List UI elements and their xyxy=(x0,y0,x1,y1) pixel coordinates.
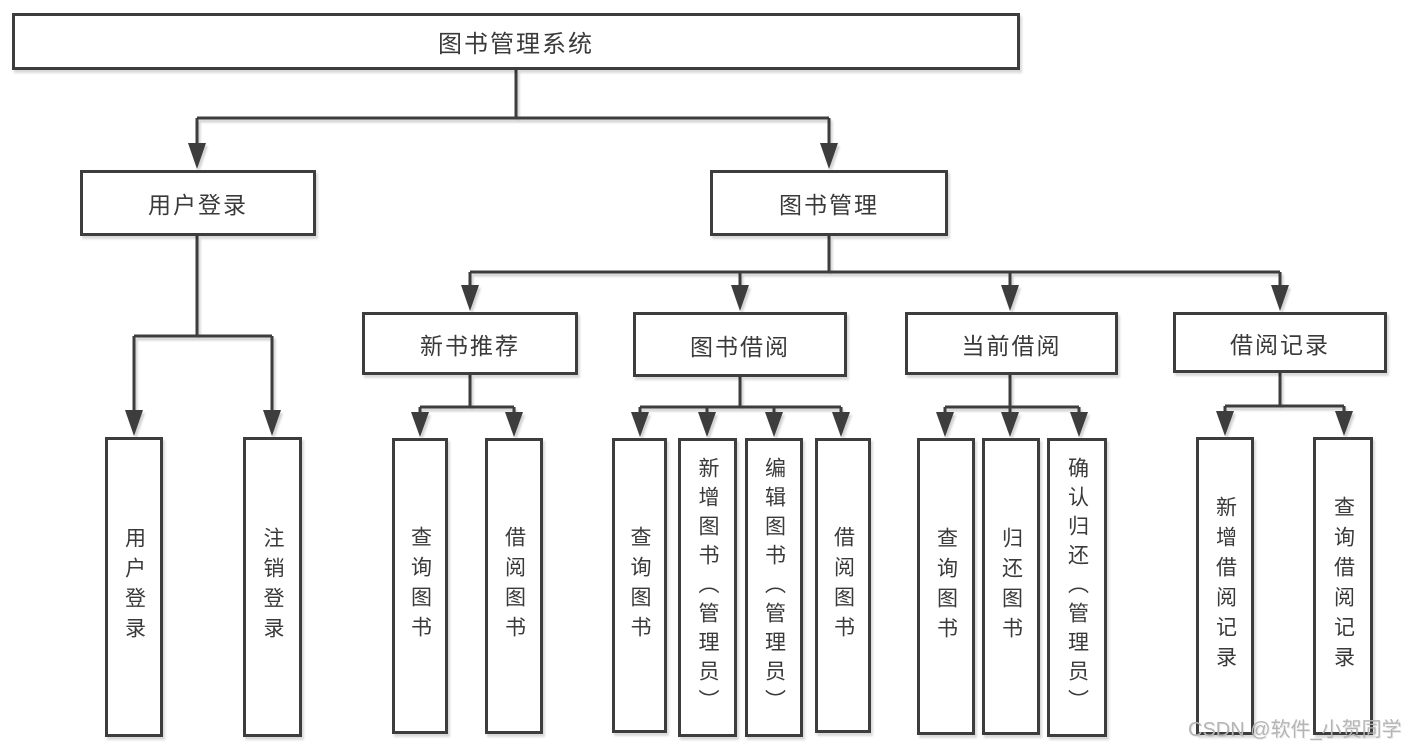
node-label: 查询图书 xyxy=(628,525,651,646)
leaf-user-login: 用户登录 xyxy=(105,437,163,737)
node-label: 归还图书 xyxy=(999,526,1023,647)
node-label: 查询借阅记录 xyxy=(1331,496,1355,676)
leaf-query-borrow-record: 查询借阅记录 xyxy=(1313,437,1373,735)
leaf-return-book: 归还图书 xyxy=(982,438,1040,735)
leaf-query-book-recommend: 查询图书 xyxy=(392,438,448,734)
node-label: 查询图书 xyxy=(934,526,958,647)
node-label: 新增借阅记录 xyxy=(1213,496,1237,676)
node-label: 借阅记录 xyxy=(1230,331,1330,358)
node-root-library-system: 图书管理系统 xyxy=(12,13,1020,70)
node-label: 编辑图书（管理员） xyxy=(762,457,786,718)
node-borrow-record: 借阅记录 xyxy=(1173,312,1387,373)
leaf-borrow-book-recommend: 借阅图书 xyxy=(485,438,543,734)
leaf-add-borrow-record: 新增借阅记录 xyxy=(1196,437,1254,735)
leaf-edit-book-admin: 编辑图书（管理员） xyxy=(745,438,803,737)
node-label: 图书借阅 xyxy=(690,333,790,360)
node-label: 新书推荐 xyxy=(420,332,520,359)
node-user-login: 用户登录 xyxy=(80,170,316,236)
node-label: 借阅图书 xyxy=(831,525,855,646)
node-label: 借阅图书 xyxy=(502,526,526,646)
leaf-borrow-book: 借阅图书 xyxy=(815,438,871,733)
leaf-confirm-return-admin: 确认归还（管理员） xyxy=(1047,438,1107,737)
node-label: 当前借阅 xyxy=(961,332,1062,359)
node-label: 用户登录 xyxy=(122,527,146,647)
node-label: 新增图书（管理员） xyxy=(696,457,719,718)
node-label: 确认归还（管理员） xyxy=(1065,457,1089,718)
leaf-query-book-current: 查询图书 xyxy=(917,438,975,735)
node-label: 注销登录 xyxy=(261,527,284,647)
node-label: 图书管理 xyxy=(779,192,879,218)
node-book-management: 图书管理 xyxy=(710,170,948,236)
leaf-logout: 注销登录 xyxy=(243,437,302,737)
csdn-watermark: CSDN @软件_小贺同学 xyxy=(1188,719,1402,741)
node-label: 图书管理系统 xyxy=(438,31,594,58)
node-current-borrow: 当前借阅 xyxy=(905,312,1118,375)
node-new-book-recommend: 新书推荐 xyxy=(362,312,578,375)
leaf-add-book-admin: 新增图书（管理员） xyxy=(678,438,737,737)
leaf-query-book-borrow: 查询图书 xyxy=(612,438,667,733)
node-label: 查询图书 xyxy=(408,526,432,646)
node-book-borrow: 图书借阅 xyxy=(633,312,847,377)
node-label: 用户登录 xyxy=(148,192,248,218)
